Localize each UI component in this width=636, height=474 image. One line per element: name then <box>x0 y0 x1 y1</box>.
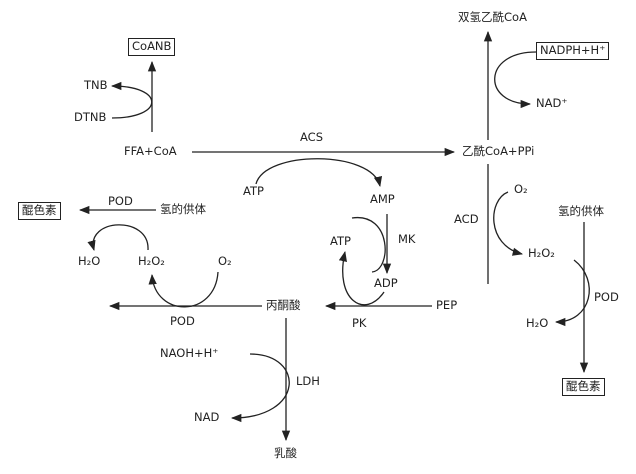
pigment-right-label: 醌色素 <box>562 378 605 396</box>
tnb-label: TNB <box>84 78 108 92</box>
h2o2-right-label: H₂O₂ <box>528 246 555 260</box>
pyruvate-label: 丙酮酸 <box>266 298 301 312</box>
pigment-left-label: 醌色素 <box>18 202 61 220</box>
o2-left-label: O₂ <box>218 254 232 268</box>
nadph-h-label: NADPH+H⁺ <box>536 42 610 60</box>
nad-label: NAD <box>194 410 220 424</box>
nad-plus-label: NAD⁺ <box>536 96 568 110</box>
ldh-label: LDH <box>296 374 320 388</box>
h2o-right-label: H₂O <box>526 316 549 330</box>
pod-mid-label: POD <box>170 314 195 328</box>
curve-mk <box>351 217 386 273</box>
pod-left-label: POD <box>108 194 133 208</box>
lactic-acid-label: 乳酸 <box>274 446 297 460</box>
acs-label: ACS <box>300 130 323 144</box>
atp-mk-label: ATP <box>330 234 351 248</box>
pep-label: PEP <box>436 298 458 312</box>
acd-label: ACD <box>454 212 479 226</box>
curve-o2-to-h2o2-right <box>493 191 524 256</box>
acetyl-coa-ppi-label: 乙酰CoA+PPi <box>462 144 535 158</box>
mk-label: MK <box>398 232 416 246</box>
dihydroxyacetyl-coa-label: 双氢乙酰CoA <box>458 10 527 24</box>
curve-o2-to-h2o2 <box>148 271 219 308</box>
atp-top-label: ATP <box>243 184 264 198</box>
curve-adp-to-atp <box>338 250 385 306</box>
h2o2-left-label: H₂O₂ <box>138 254 165 268</box>
coanb-label: CoANB <box>128 38 176 56</box>
pod-right-label: POD <box>594 290 619 304</box>
h-donor-right-label: 氢的供体 <box>558 204 604 218</box>
o2-right-label: O₂ <box>514 182 528 196</box>
curve-atp-to-amp <box>255 158 383 188</box>
h2o-left-label: H₂O <box>78 254 101 268</box>
amp-label: AMP <box>370 192 395 206</box>
h-donor-left-label: 氢的供体 <box>160 202 206 216</box>
curve-h2o2-to-h2o-right <box>554 259 590 327</box>
naoh-h-label: NAOH+H⁺ <box>160 346 219 360</box>
dtnb-label: DTNB <box>74 110 107 124</box>
pk-label: PK <box>352 316 367 330</box>
curve-h2o2-to-h2o <box>87 224 149 252</box>
curve-nadph-to-nad <box>494 51 537 109</box>
curve-dtnb-to-tnb <box>110 81 153 119</box>
adp-label: ADP <box>374 276 398 290</box>
curve-naoh-to-nad <box>230 353 290 423</box>
ffa-coa-label: FFA+CoA <box>124 144 177 158</box>
